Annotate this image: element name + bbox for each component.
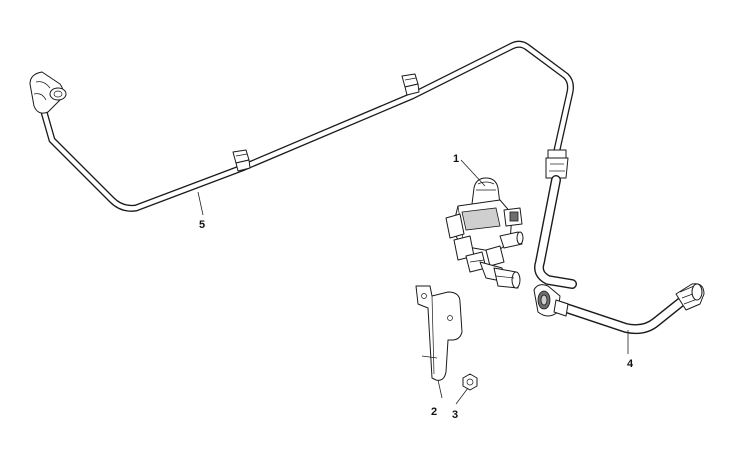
hose-4 (533, 283, 705, 335)
callout-labels: 1 2 3 4 5 (199, 153, 634, 421)
callout-2: 2 (431, 406, 437, 418)
hose-end-fitting (675, 283, 705, 311)
nut-3 (462, 373, 478, 391)
pipe-assembly-5 (29, 40, 577, 289)
callout-1: 1 (453, 153, 459, 165)
pipe-clip (232, 149, 251, 172)
bracket-2 (415, 285, 463, 381)
callout-4: 4 (627, 358, 634, 370)
leader-lines (197, 159, 629, 405)
pipe-clip (401, 73, 420, 96)
vacuum-valve-1 (445, 177, 524, 289)
hose-connector (533, 284, 569, 317)
elbow-connector (29, 71, 67, 114)
callout-5: 5 (199, 219, 205, 231)
hose-coupler (545, 149, 569, 179)
callout-3: 3 (452, 409, 458, 421)
